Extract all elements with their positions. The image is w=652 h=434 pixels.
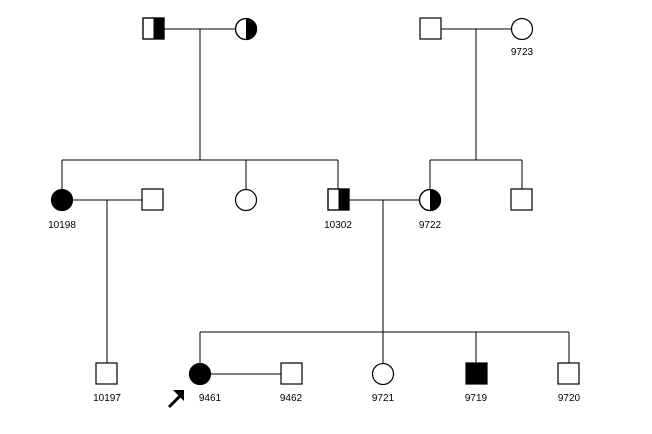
individual-g2-brother [511, 189, 532, 210]
individual-spouse-10198 [142, 189, 163, 210]
individual-9722: 9722 [419, 190, 442, 232]
individual-10197: 10197 [93, 363, 121, 404]
individual-10198: 10198 [48, 190, 76, 232]
individual-g1b-mother: 9723 [511, 19, 534, 59]
individual-10302: 10302 [324, 189, 352, 231]
id-label-9462: 9462 [280, 393, 303, 404]
id-label-10302: 10302 [324, 220, 352, 231]
id-label-9720: 9720 [558, 393, 581, 404]
individual-g1-father [143, 18, 164, 39]
individual-9720: 9720 [558, 363, 581, 404]
individual-g1-mother [236, 19, 257, 40]
id-label-10197: 10197 [93, 393, 121, 404]
individual-9719: 9719 [465, 363, 488, 404]
id-label-9461: 9461 [199, 393, 222, 404]
individual-g2-sister [236, 190, 257, 211]
id-label-9723: 9723 [511, 47, 534, 58]
pedigree-lines [62, 29, 569, 374]
id-label-9721: 9721 [372, 393, 395, 404]
id-label-9719: 9719 [465, 393, 488, 404]
individual-g1b-father [420, 18, 441, 39]
proband-arrow-icon [169, 390, 184, 407]
individual-9461: 9461 [190, 364, 222, 405]
individual-9462: 9462 [280, 363, 303, 404]
id-label-10198: 10198 [48, 220, 76, 231]
individual-9721: 9721 [372, 364, 395, 405]
id-label-9722: 9722 [419, 220, 442, 231]
